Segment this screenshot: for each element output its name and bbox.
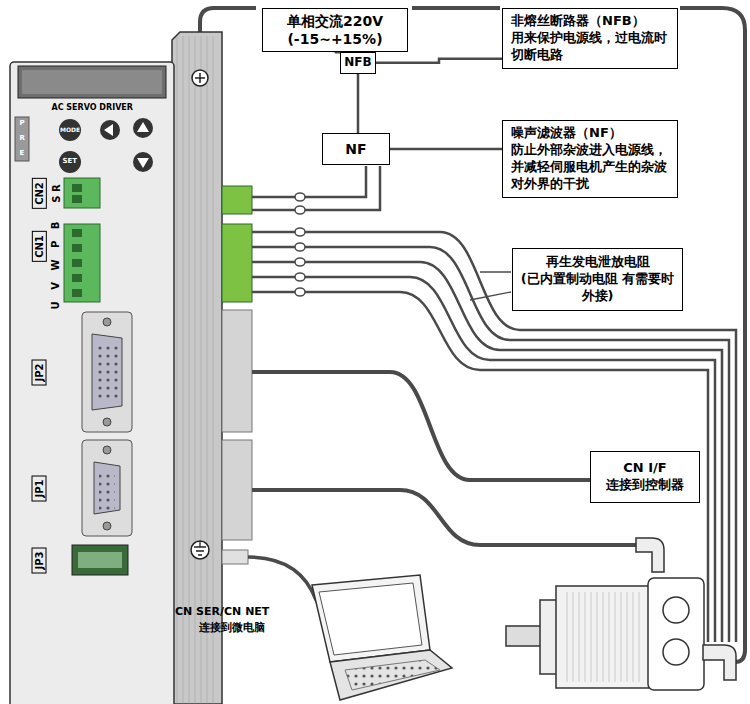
interface-box: CN I/F连接到控制器 xyxy=(590,451,700,503)
connector-name: CN2 xyxy=(31,178,46,209)
breaker-box: NFB xyxy=(340,52,376,74)
filter-box: NF xyxy=(322,133,390,165)
connector-name: JP2 xyxy=(32,359,47,385)
connector-name: CN1 xyxy=(31,231,46,262)
connector-name: JP1 xyxy=(32,475,47,501)
port-label: 连接到微电脑 xyxy=(199,622,265,634)
wire-connector xyxy=(376,59,502,63)
power-supply-box: 单相交流220V(-15~+15%) xyxy=(262,8,408,52)
pin-names: U V W P B xyxy=(50,217,61,309)
led-letter: E xyxy=(20,150,25,158)
wire-connector xyxy=(390,149,502,150)
box-text: (-15~+15%) xyxy=(267,30,403,48)
wire-line xyxy=(376,59,502,63)
wire-line xyxy=(390,148,502,151)
led-letter: R xyxy=(20,135,25,143)
button-label: SET xyxy=(63,158,78,166)
led-letter: P xyxy=(20,120,25,128)
box-heading: NFB xyxy=(341,55,375,71)
wire-connector xyxy=(358,74,359,133)
pin-names: S R xyxy=(51,184,62,202)
box-heading: 噪声滤波器（NF） xyxy=(511,125,669,142)
note-box: 噪声滤波器（NF）防止外部杂波进入电源线，并减轻伺服电机产生的杂波对外界的干扰 xyxy=(502,120,678,198)
box-heading: NF xyxy=(323,140,389,158)
box-heading: 再生发电泄放电阻 xyxy=(519,254,676,271)
box-heading: 非熔丝断路器（NFB） xyxy=(511,13,669,30)
connector-name: JP3 xyxy=(32,547,47,573)
box-heading: 单相交流220V xyxy=(267,12,403,30)
box-text: 连接到控制器 xyxy=(595,477,695,494)
box-text: 防止外部杂波进入电源线，并减轻伺服电机产生的杂波对外界的干扰 xyxy=(511,142,669,193)
resistor-box: 再生发电泄放电阻(已内置制动电阻 有需要时外接) xyxy=(512,248,683,311)
box-text: (已内置制动电阻 有需要时外接) xyxy=(519,271,676,305)
box-heading: CN I/F xyxy=(595,460,695,477)
note-box: 非熔丝断路器（NFB）用来保护电源线，过电流时切断电路 xyxy=(502,8,678,69)
box-text: 用来保护电源线，过电流时切断电路 xyxy=(511,30,669,64)
panel-title: AC SERVO DRIVER xyxy=(52,104,133,113)
port-label: CN SER/CN NET xyxy=(175,606,269,618)
wire-line xyxy=(357,74,360,133)
button-label: MODE xyxy=(60,127,80,134)
